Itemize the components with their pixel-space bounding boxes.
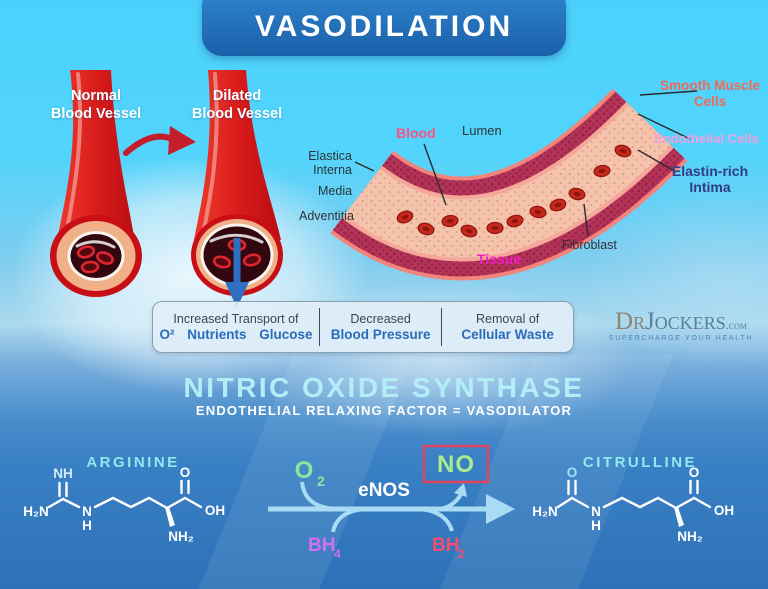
arg-nh-atom: NH [53,466,73,481]
bh2-label: BH [432,535,459,556]
smooth-muscle-line2: Cells [693,93,727,109]
dilated-vessel-label-line1: Dilated [212,88,262,104]
benefit-removal-cellular-waste: Removal of Cellular Waste [442,308,573,346]
vessel-cross-section-graphic [330,88,698,281]
cit-oh-atom: OH [714,503,734,518]
arginine-molecule-graphic: NH H₂N N H O OH NH₂ ARGININE [23,454,225,544]
dilation-arrow-icon [225,238,249,308]
cit-nh2-atom: NH₂ [677,529,703,544]
tissue-label: Tissue [477,251,522,267]
smooth-muscle-cells-label: Smooth Muscle Cells [648,78,768,109]
panel-divider-2 [441,308,443,346]
smooth-muscle-line1: Smooth Muscle [660,78,760,93]
cit-h2n-atom: H₂N [532,504,558,519]
arg-h-atom: H [82,518,92,533]
reaction-scheme-graphic: O 2 eNOS NO BH 4 BH 2 [268,444,515,561]
reaction-arrowhead [486,494,515,524]
benefit1-line1: Increased Transport of [173,312,299,326]
enos-label: eNOS [358,480,410,501]
normal-vessel-label-line2: Blood Vessel [50,105,142,122]
arginine-label: ARGININE [86,454,179,471]
normal-vessel-cells [76,245,114,274]
arg-nh2-atom: NH₂ [168,529,194,544]
endothelial-pointer-line [637,113,691,140]
bh4-label: BH [308,535,335,556]
smooth-muscle-pointer-line [639,90,698,96]
normal-vessel-graphic [50,70,142,297]
red-blood-cells [396,144,632,238]
dilated-vessel-label: Dilated Blood Vessel [172,88,302,123]
arg-h2n-atom: H₂N [23,504,49,519]
nitric-oxide-synthase-heading: NITRIC OXIDE SYNTHASE [183,372,585,403]
citrulline-label: CITRULLINE [583,454,697,471]
bh2-subscript: 2 [458,547,465,561]
normal-vessel-label: Normal Blood Vessel [31,88,161,123]
panel-divider-1 [318,308,320,346]
bh4-subscript: 4 [334,547,341,561]
arg-n-atom: N [82,504,92,519]
lumen-label: Lumen [462,123,502,138]
media-label: Media [318,184,353,198]
benefit-increased-transport: Increased Transport of O² Nutrients Gluc… [153,308,319,346]
elastica-line2: Interna [313,163,352,178]
fibroblast-label: Fibroblast [562,238,617,252]
fibroblast-pointer-line [583,203,589,237]
elastica-line1: Elastica [308,149,352,163]
page-title: VASODILATION [254,10,514,43]
logo-wordmark: DrJockers.com [599,309,763,334]
no-highlight-box [422,444,490,484]
benefit3-line2: Cellular Waste [461,327,554,342]
endothelial-cells-label: Endothelial Cells [654,131,759,146]
background-diagonal-streaks [0,355,768,589]
benefit3-line1: Removal of [476,312,540,326]
elastin-line1: Elastin-rich [671,163,749,179]
dilated-vessel-graphic [191,70,283,308]
arg-oh-atom: OH [205,503,225,518]
cit-o-top-atom: O [567,465,578,480]
benefit2-line1: Decreased [350,312,411,326]
elastin-pointer-line [637,149,677,173]
no-label: NO [437,451,475,478]
arg-o-atom: O [180,465,191,480]
logo-jockers: Jockers [645,308,726,335]
elastin-rich-intima-label: Elastin-rich Intima [652,163,768,195]
o2-subscript: 2 [317,473,325,489]
logo-tagline: SUPERCHARGE YOUR HEALTH [608,335,754,342]
no-arrowhead [454,483,467,497]
normal-vessel-label-line1: Normal [71,88,121,104]
blood-pointer-line [423,143,447,206]
logo-suffix: .com [725,318,748,332]
cit-h-atom: H [591,518,601,533]
benefits-panel: Increased Transport of O² Nutrients Gluc… [152,301,574,353]
adventitia-label: Adventitia [299,209,354,223]
o2-label: O [295,457,314,484]
blood-label: Blood [396,125,436,141]
elastica-interna-label: Elastica Interna [300,149,352,178]
citrulline-molecule-graphic: O H₂N N H O OH NH₂ CITRULLINE [532,454,734,544]
elastin-line2: Intima [689,179,731,196]
dilated-vessel-label-line2: Blood Vessel [191,105,283,122]
transition-arrow-icon [123,126,196,156]
logo-dr: Dr [614,308,646,335]
drjockers-logo: DrJockers.com SUPERCHARGE YOUR HEALTH [599,309,763,342]
title-banner: VASODILATION [202,0,566,56]
benefit-decreased-blood-pressure: Decreased Blood Pressure [320,308,441,346]
cit-o-atom: O [689,465,700,480]
cross-section-pointer-lines [354,90,698,237]
relaxing-factor-subheading: ENDOTHELIAL RELAXING FACTOR = VASODILATO… [195,403,573,418]
benefit1-line2: O² Nutrients Glucose [159,327,313,342]
elastica-pointer-line [354,161,375,172]
cit-n-atom: N [591,504,601,519]
benefit2-line2: Blood Pressure [330,327,431,342]
